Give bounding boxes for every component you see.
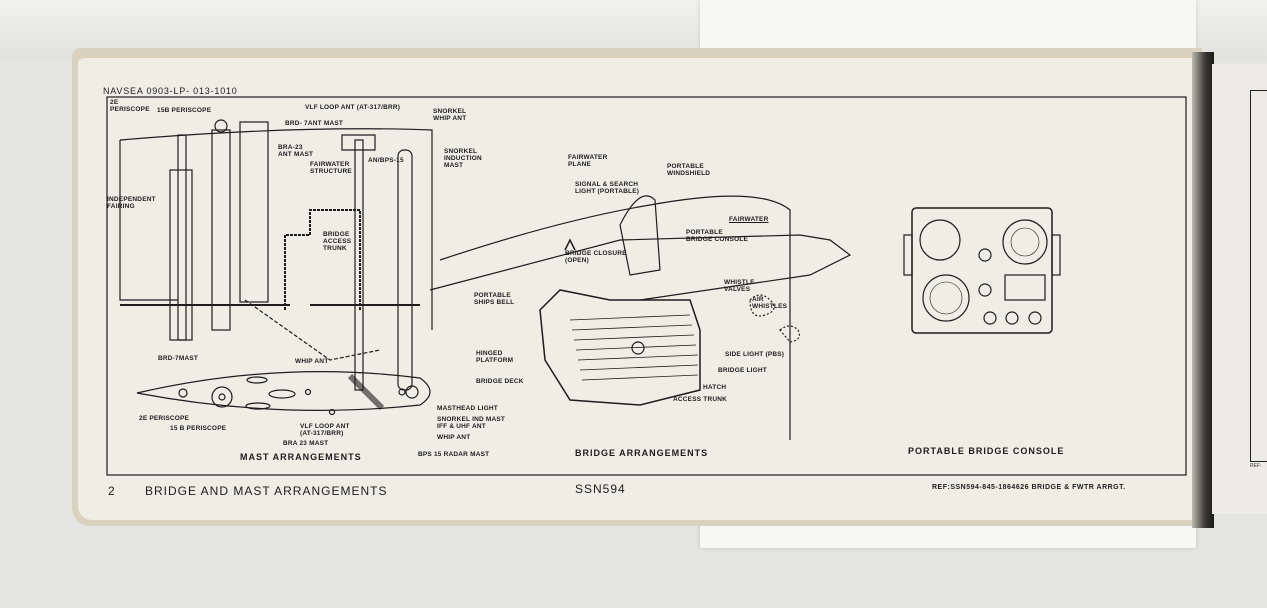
facing-page xyxy=(1212,64,1267,514)
label-air-whistles: AIR WHISTLES xyxy=(752,296,788,311)
label-portable-ships-bell: PORTABLE SHIPS BELL xyxy=(474,292,515,307)
label-side-light: SIDE LIGHT (PBS) xyxy=(725,351,785,358)
label-vlf-loop-plan: VLF LOOP ANT (AT-317/BRR) xyxy=(300,423,350,438)
caption-portable-bridge-console: PORTABLE BRIDGE CONSOLE xyxy=(908,446,1065,456)
label-portable-windshield: PORTABLE WINDSHIELD xyxy=(667,163,711,178)
mast-elevation-drawing xyxy=(119,119,433,391)
label-bridge-access-trunk: BRIDGE ACCESS TRUNK xyxy=(323,231,352,253)
label-whip-ant: WHIP ANT xyxy=(295,358,329,365)
portable-bridge-console-drawing xyxy=(903,207,1061,334)
document-header: NAVSEA 0903-LP- 013-1010 xyxy=(103,86,238,96)
footer-title: BRIDGE AND MAST ARRANGEMENTS xyxy=(145,484,388,498)
label-brd7-mast: BRD-7MAST xyxy=(158,355,199,362)
page-number: 2 xyxy=(108,484,116,498)
label-2e-periscope-plan: 2E PERISCOPE xyxy=(139,415,190,422)
label-fairwater-structure: FAIRWATER STRUCTURE xyxy=(310,161,352,176)
label-vlf-loop-ant: VLF LOOP ANT (AT-317/BRR) xyxy=(305,104,401,111)
document-page xyxy=(78,58,1202,520)
footer-hull-number: SSN594 xyxy=(575,482,626,496)
label-bridge-deck: BRIDGE DECK xyxy=(476,378,524,385)
facing-page-ref: REF: xyxy=(1250,463,1262,469)
label-access-trunk: ACCESS TRUNK xyxy=(673,396,728,403)
label-portable-bridge-console: PORTABLE BRIDGE CONSOLE xyxy=(686,229,749,244)
label-snorkel-induction-mast: SNORKEL INDUCTION MAST xyxy=(444,148,482,170)
label-2e-periscope: 2E PERISCOPE xyxy=(110,99,150,114)
label-independent-fairing: INDEPENDENT FAIRING xyxy=(107,196,156,211)
mast-plan-drawing xyxy=(136,371,431,416)
label-masthead-light: MASTHEAD LIGHT xyxy=(437,405,498,412)
label-15b-periscope: 15B PERISCOPE xyxy=(157,107,212,114)
label-bridge-closure: BRIDGE CLOSURE (OPEN) xyxy=(565,250,627,265)
label-whip-ant-2: WHIP ANT xyxy=(437,434,471,441)
label-snorkel-whip-ant: SNORKEL WHIP ANT xyxy=(433,108,467,123)
facing-page-frame xyxy=(1250,90,1267,462)
label-whistle-valves: WHISTLE VALVES xyxy=(724,279,755,294)
caption-bridge-arrangements: BRIDGE ARRANGEMENTS xyxy=(575,448,709,458)
caption-mast-arrangements: MAST ARRANGEMENTS xyxy=(240,452,362,462)
label-bridge-light: BRIDGE LIGHT xyxy=(718,367,767,374)
bridge-drawing xyxy=(429,195,852,440)
label-snorkel-ind-mast: SNORKEL IND MAST IFF & UHF ANT xyxy=(437,416,506,431)
label-fairwater-plane: FAIRWATER PLANE xyxy=(568,154,608,169)
label-bps15-radar-mast: BPS 15 RADAR MAST xyxy=(418,451,490,458)
label-bra23-ant-mast: BRA-23 ANT MAST xyxy=(278,144,314,159)
label-hatch: HATCH xyxy=(703,384,727,391)
drawing-frame xyxy=(106,96,1187,476)
label-signal-search-light: SIGNAL & SEARCH LIGHT (PORTABLE) xyxy=(575,181,640,196)
label-bra23-mast: BRA 23 MAST xyxy=(283,440,329,447)
label-15b-periscope-plan: 15 B PERISCOPE xyxy=(170,425,227,432)
label-brd7-ant-mast: BRD- 7ANT MAST xyxy=(285,120,344,127)
book-gutter xyxy=(1192,52,1214,528)
footer-reference: REF:SSN594-845-1864626 BRIDGE & FWTR ARR… xyxy=(932,484,1126,491)
label-hinged-platform: HINGED PLATFORM xyxy=(476,350,514,365)
label-an-bps-15: AN/BPS-15 xyxy=(368,157,404,164)
label-fairwater: FAIRWATER xyxy=(729,216,769,223)
